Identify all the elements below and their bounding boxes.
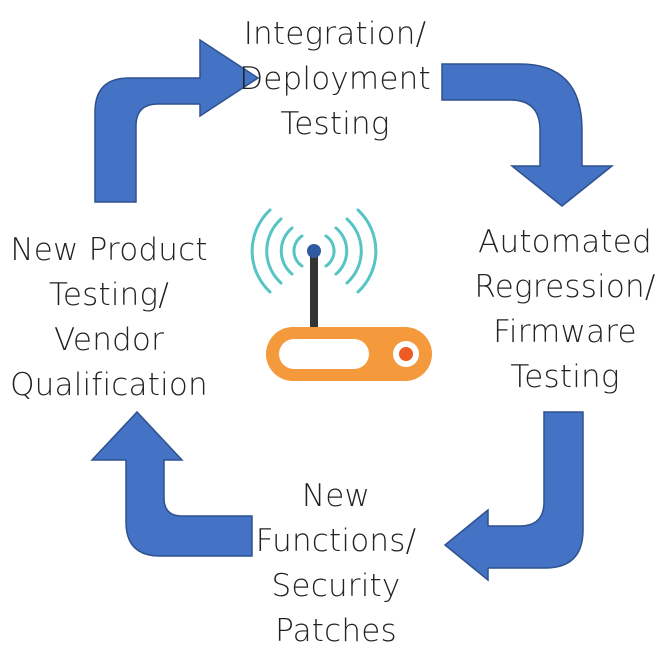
arrow-up-left-icon xyxy=(90,410,253,557)
stage-line: Security xyxy=(271,568,401,604)
arrow-left-bottom-icon xyxy=(443,411,584,582)
stage-line: Firmware xyxy=(493,314,637,350)
stage-line: Testing xyxy=(280,106,390,142)
stage-label-regression: Automated Regression/ Firmware Testing xyxy=(462,220,661,400)
stage-line: Testing xyxy=(510,359,620,395)
signal-waves-icon xyxy=(250,208,378,294)
stage-label-integration: Integration/ Deployment Testing xyxy=(225,12,445,147)
stage-line: Integration/ xyxy=(243,16,427,52)
stage-line: Regression/ xyxy=(474,269,656,305)
wifi-router-icon xyxy=(250,208,432,381)
stage-line: Patches xyxy=(275,613,397,649)
arrow-down-right-icon xyxy=(441,63,615,207)
stage-line: New xyxy=(301,478,371,514)
stage-label-new-product: New Product Testing/ Vendor Qualificatio… xyxy=(0,228,218,408)
stage-line: Deployment xyxy=(239,61,431,97)
stage-line: New Product xyxy=(10,232,208,268)
stage-line: Vendor xyxy=(53,322,165,358)
stage-line: Qualification xyxy=(10,367,208,403)
arrow-right-top-icon xyxy=(94,38,260,203)
stage-line: Functions/ xyxy=(255,523,417,559)
stage-label-functions: New Functions/ Security Patches xyxy=(246,474,426,654)
stage-line: Automated xyxy=(478,224,652,260)
stage-line: Testing/ xyxy=(49,277,169,313)
